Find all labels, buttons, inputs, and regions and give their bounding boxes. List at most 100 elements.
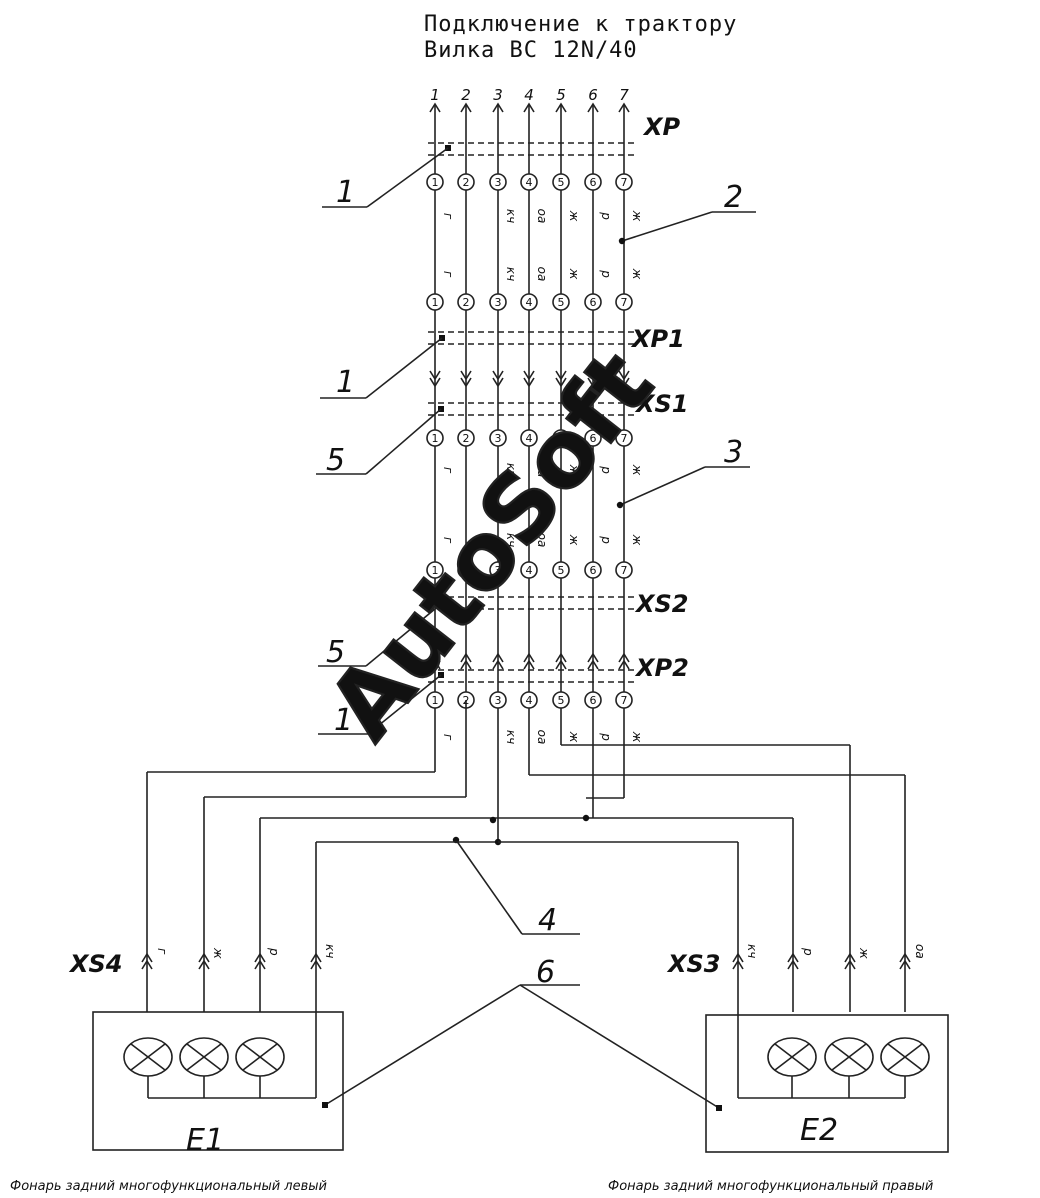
- chevron-mark: [460, 652, 472, 663]
- junction-dot: [582, 814, 590, 822]
- pin-circle: [615, 561, 633, 579]
- lamp-id-right: E2: [800, 1113, 838, 1148]
- callout-number: 5: [326, 635, 345, 670]
- pin-circle: [615, 293, 633, 311]
- callout-number: 5: [326, 443, 345, 478]
- pin-circle-number: 4: [526, 296, 533, 309]
- wire-code: р: [599, 465, 613, 474]
- pin-circle-number: 2: [463, 564, 470, 577]
- chevron-mark: [787, 952, 799, 963]
- pin-circle: [552, 691, 570, 709]
- chevron-mark: [429, 377, 441, 388]
- lamp-cross: [186, 1043, 222, 1071]
- pin-circle-number: 1: [432, 694, 439, 707]
- chevron-mark: [198, 952, 210, 963]
- callout-number: 6: [536, 955, 555, 990]
- lamp-caption-right: Фонарь задний многофункциональный правый: [608, 1179, 933, 1194]
- pin-circle-number: 4: [526, 694, 533, 707]
- wire-code: кч: [504, 209, 518, 223]
- chevron-mark: [618, 652, 630, 663]
- pin-circle: [552, 293, 570, 311]
- callout-number: 2: [724, 180, 743, 215]
- pin-circle: [426, 429, 444, 447]
- pin-circle-number: 3: [495, 176, 502, 189]
- pin-number: 6: [588, 86, 598, 104]
- callout-number: 1: [334, 703, 353, 738]
- pin-circle: [457, 429, 475, 447]
- lamp-id-left: E1: [186, 1123, 224, 1158]
- pin-circle: [489, 691, 507, 709]
- wire-code: р: [599, 211, 613, 220]
- connector-label-xs1: XS1: [634, 390, 689, 418]
- lamp-housing-left: [92, 1011, 344, 1151]
- pin-circle: [552, 429, 570, 447]
- wire-code: ж: [567, 731, 581, 743]
- chevron-mark: [787, 959, 799, 970]
- pin-circle: [552, 173, 570, 191]
- wire-code: р: [267, 947, 281, 956]
- wire-code: ж: [630, 731, 644, 743]
- connector-label-xs4: XS4: [68, 950, 123, 978]
- chevron-mark: [254, 952, 266, 963]
- wire-code: р: [599, 535, 613, 544]
- pin-circle: [552, 561, 570, 579]
- wire-code: кч: [504, 533, 518, 547]
- pin-number: 7: [619, 86, 629, 104]
- chevron-mark: [310, 952, 322, 963]
- chevron-mark: [460, 370, 472, 381]
- chevron-mark: [587, 370, 599, 381]
- pin-circle: [489, 429, 507, 447]
- callout-number: 1: [336, 175, 355, 210]
- marker-square: [322, 1102, 328, 1108]
- wire-code: кч: [504, 463, 518, 477]
- pin-circle-number: 6: [590, 176, 597, 189]
- pin-number: 3: [493, 86, 503, 104]
- wire-code: г: [155, 948, 169, 955]
- chevron-mark: [523, 377, 535, 388]
- pin-circle: [520, 173, 538, 191]
- pin-number: 5: [556, 86, 566, 104]
- chevron-mark: [844, 952, 856, 963]
- chevron-mark: [492, 652, 504, 663]
- callout-line: [324, 984, 521, 1106]
- pin-circle-number: 2: [463, 296, 470, 309]
- pin-circle: [615, 429, 633, 447]
- pin-circle-number: 5: [558, 694, 565, 707]
- wire-code: ж: [630, 210, 644, 222]
- pin-circle: [584, 561, 602, 579]
- pin-number: 4: [524, 86, 534, 104]
- chevron-mark: [429, 652, 441, 663]
- pin-circle-number: 6: [590, 296, 597, 309]
- wire-code: г: [441, 213, 455, 220]
- lamp-cross: [242, 1043, 278, 1071]
- wire-code: оа: [535, 267, 549, 282]
- wire-code: р: [599, 269, 613, 278]
- pin-circle: [584, 293, 602, 311]
- chevron-mark: [618, 377, 630, 388]
- chevron-mark: [587, 377, 599, 388]
- pin-circle: [426, 293, 444, 311]
- connector-label-xp1: XP1: [630, 325, 685, 353]
- marker-square: [716, 1105, 722, 1111]
- wire-code: ж: [567, 210, 581, 222]
- pin-circle-number: 2: [463, 694, 470, 707]
- wire-code: кч: [745, 944, 759, 958]
- junction-dot: [489, 816, 497, 824]
- chevron-mark: [555, 659, 567, 670]
- wire-code: ж: [567, 464, 581, 476]
- junction-dot: [618, 237, 626, 245]
- chevron-mark: [555, 377, 567, 388]
- connector-label-xp: XP: [642, 113, 681, 141]
- pin-circle-number: 5: [558, 564, 565, 577]
- chevron-mark: [429, 659, 441, 670]
- chevron-mark: [492, 659, 504, 670]
- pin-circle-number: 7: [621, 296, 628, 309]
- chevron-mark: [618, 659, 630, 670]
- chevron-mark: [523, 370, 535, 381]
- chevron-mark: [429, 370, 441, 381]
- pin-circle: [584, 691, 602, 709]
- chevron-mark: [555, 652, 567, 663]
- wire-code: ж: [630, 464, 644, 476]
- diagram-title-line2: Вилка ВС 12N/40: [424, 38, 638, 63]
